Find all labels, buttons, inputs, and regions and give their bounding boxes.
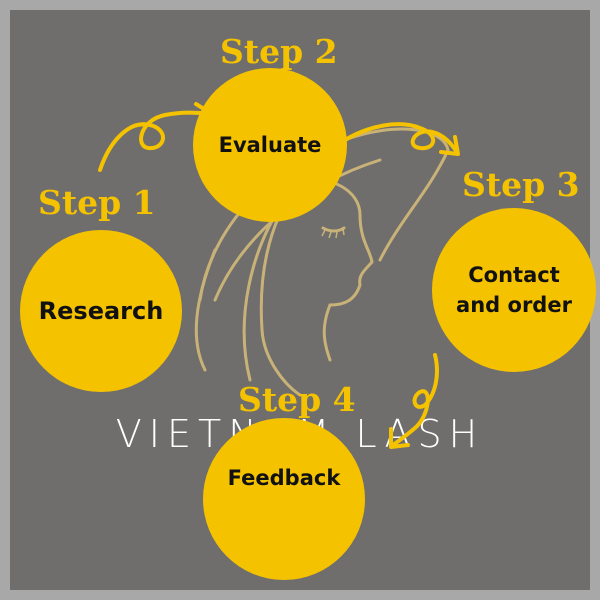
loop-arrow-icon — [343, 122, 459, 154]
step-label-4: Step 4 — [238, 380, 356, 419]
loop-arrow-icon — [391, 353, 439, 447]
step-name-contact-and-order: Contact and order — [456, 262, 572, 317]
step-circle-contact-and-order: Contact and order — [432, 208, 596, 372]
step-name-research: Research — [38, 296, 164, 325]
step-circle-feedback: Feedback — [203, 418, 365, 580]
step-label-1: Step 1 — [38, 183, 156, 222]
step-label-2: Step 2 — [220, 32, 338, 71]
step-circle-evaluate: Evaluate — [193, 68, 347, 222]
step-name-evaluate: Evaluate — [218, 132, 322, 157]
step-label-3: Step 3 — [462, 165, 580, 204]
step-name-feedback: Feedback — [227, 465, 341, 490]
loop-arrow-icon — [98, 110, 212, 172]
step-circle-research: Research — [20, 230, 182, 392]
